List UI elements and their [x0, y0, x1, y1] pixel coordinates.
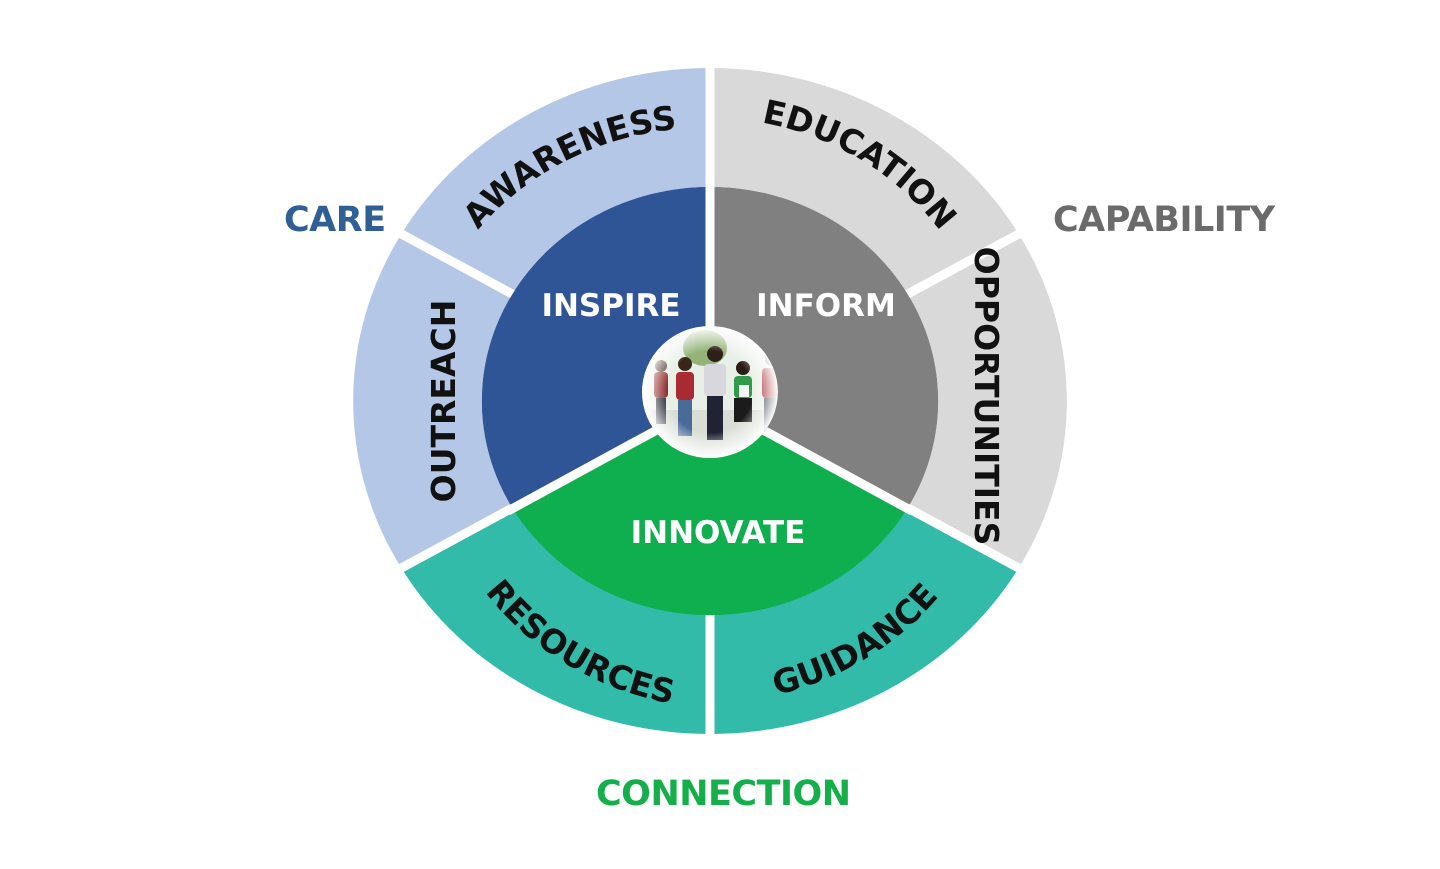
inner-labels: INSPIRE INFORM INNOVATE	[541, 288, 895, 551]
label-inform: INFORM	[756, 288, 896, 324]
label-outreach: OUTREACH	[424, 300, 463, 503]
label-inspire: INSPIRE	[541, 288, 680, 324]
label-opportunities: OPPORTUNITIES	[967, 247, 1006, 546]
group-label-capability: CAPABILITY	[1053, 200, 1275, 240]
group-label-care: CARE	[284, 200, 386, 240]
label-innovate: INNOVATE	[631, 515, 806, 551]
group-label-connection: CONNECTION	[596, 774, 851, 814]
